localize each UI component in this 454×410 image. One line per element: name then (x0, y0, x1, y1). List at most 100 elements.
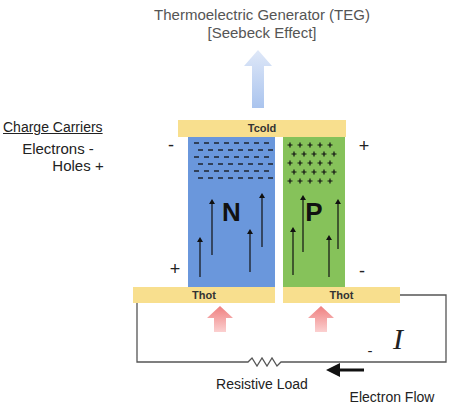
carrier-drift-arrowhead (290, 227, 296, 232)
electron-mark (198, 177, 203, 178)
hole-mark (312, 152, 317, 157)
electron-mark (228, 177, 233, 178)
electron-mark (254, 170, 259, 171)
electron-mark (228, 163, 233, 164)
terminal-polarity: - (168, 136, 174, 156)
electron-mark (258, 163, 263, 164)
electron-mark (258, 149, 263, 150)
hole-mark (318, 143, 323, 148)
hole-mark (308, 179, 313, 184)
hole-mark (292, 152, 297, 157)
electron-mark (194, 170, 199, 171)
p-type-leg: P (283, 137, 345, 287)
electron-mark (194, 142, 199, 143)
hole-mark (328, 143, 333, 148)
electron-mark (224, 156, 229, 157)
electron-mark (268, 149, 273, 150)
hole-mark (302, 152, 307, 157)
carrier-drift-arrowhead (247, 229, 253, 234)
electron-mark (198, 163, 203, 164)
electron-mark (254, 156, 259, 157)
carrier-drift-arrowhead (335, 199, 341, 204)
carrier-drift-arrow (328, 239, 329, 277)
electron-mark (224, 142, 229, 143)
carrier-drift-arrowhead (300, 195, 306, 200)
temperature-label: Thot (192, 290, 216, 301)
electron-mark (194, 156, 199, 157)
hole-mark (288, 161, 293, 166)
cold-junction-plate: Tcold (178, 120, 346, 137)
electron-mark (238, 177, 243, 178)
hole-mark (288, 143, 293, 148)
hot-junction-plate: Thot (133, 287, 275, 303)
electron-mark (218, 149, 223, 150)
carrier-drift-arrowhead (326, 235, 332, 240)
hole-mark (318, 161, 323, 166)
hole-mark (292, 170, 297, 175)
electron-mark (234, 170, 239, 171)
hole-mark (322, 152, 327, 157)
terminal-polarity: + (359, 137, 370, 157)
temperature-label: Thot (330, 290, 354, 301)
electron-mark (248, 177, 253, 178)
n-type-leg: N (188, 137, 275, 287)
legend-heading: Charge Carriers (3, 120, 103, 135)
electron-mark (264, 156, 269, 157)
terminal-polarity: - (359, 262, 365, 282)
electron-mark (204, 156, 209, 157)
electron-mark (208, 163, 213, 164)
terminal-polarity: + (170, 260, 181, 280)
carrier-drift-arrow (199, 241, 200, 277)
current-symbol: I (393, 322, 403, 355)
carrier-key: Holes + (52, 158, 103, 175)
electron-mark (208, 149, 213, 150)
electron-mark (214, 142, 219, 143)
electron-mark (268, 177, 273, 178)
carrier-drift-arrow (261, 197, 262, 247)
hole-mark (298, 161, 303, 166)
carrier-drift-arrow (337, 203, 338, 249)
carrier-drift-arrow (249, 233, 250, 272)
hole-mark (288, 179, 293, 184)
electron-mark (258, 177, 263, 178)
electron-mark (228, 149, 233, 150)
carrier-drift-arrowhead (259, 193, 265, 198)
electron-mark (244, 142, 249, 143)
hot-junction-plate: Thot (283, 287, 400, 303)
hole-mark (332, 170, 337, 175)
electron-mark (238, 149, 243, 150)
temperature-label: Tcold (248, 123, 277, 134)
electron-mark (238, 163, 243, 164)
electron-flow-arrowhead (326, 363, 340, 377)
carrier-key: Electrons - (22, 141, 94, 158)
hole-mark (298, 179, 303, 184)
electron-mark (224, 170, 229, 171)
hole-mark (328, 161, 333, 166)
heat-in-arrow (207, 306, 233, 332)
electron-mark (218, 177, 223, 178)
electron-mark (214, 170, 219, 171)
load-label: Resistive Load (216, 377, 308, 392)
electron-mark (248, 163, 253, 164)
hole-mark (298, 143, 303, 148)
electron-mark (234, 142, 239, 143)
electron-mark (264, 170, 269, 171)
hole-mark (328, 179, 333, 184)
electron-mark (244, 156, 249, 157)
hole-mark (308, 143, 313, 148)
carrier-drift-arrow (211, 203, 212, 255)
electron-mark (234, 156, 239, 157)
carrier-drift-arrowhead (209, 199, 215, 204)
hole-mark (308, 161, 313, 166)
electron-flow-arrow (338, 369, 364, 372)
heat-out-arrow (244, 50, 272, 108)
hole-mark (332, 152, 337, 157)
electron-mark (204, 170, 209, 171)
hole-mark (322, 170, 327, 175)
electron-mark (204, 142, 209, 143)
load-circuit-wire (137, 295, 446, 366)
electron-mark (208, 177, 213, 178)
electron-mark (198, 149, 203, 150)
hole-mark (318, 179, 323, 184)
electron-mark (218, 163, 223, 164)
